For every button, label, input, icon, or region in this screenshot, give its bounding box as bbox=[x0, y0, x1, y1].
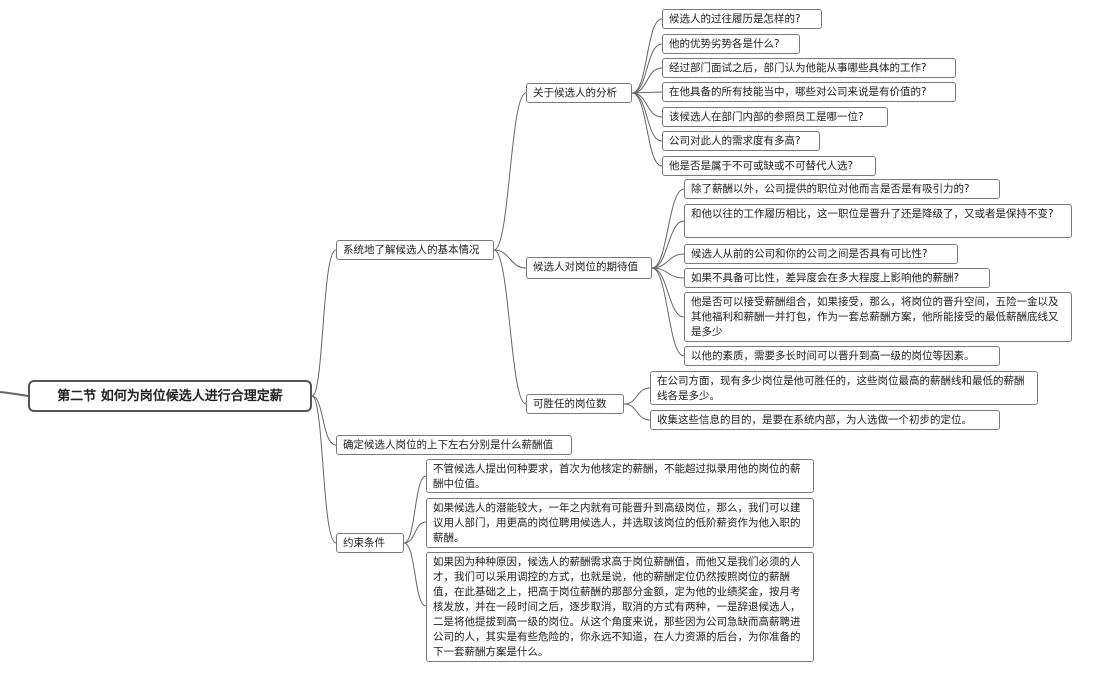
leaf-expectation-4[interactable]: 如果不具备可比性，差异度会在多大程度上影响他的薪酬? bbox=[684, 268, 990, 288]
leaf-analysis-7[interactable]: 他是否是属于不可或缺或不可替代人选? bbox=[662, 156, 876, 176]
topic-salary-values[interactable]: 确定候选人岗位的上下左右分别是什么薪酬值 bbox=[336, 435, 572, 455]
leaf-constraint-3[interactable]: 如果因为种种原因，候选人的薪酬需求高于岗位薪酬值，而他又是我们必须的人才，我们可… bbox=[426, 552, 814, 662]
leaf-constraint-1[interactable]: 不管候选人提出何种要求，首次为他核定的薪酬，不能超过拟录用他的岗位的薪酬中位值。 bbox=[426, 459, 814, 493]
topic-constraints[interactable]: 约束条件 bbox=[336, 533, 404, 553]
leaf-constraint-2[interactable]: 如果候选人的潜能较大，一年之内就有可能晋升到高级岗位，那么，我们可以建议用人部门… bbox=[426, 498, 814, 548]
root-topic[interactable]: 第二节 如何为岗位候选人进行合理定薪 bbox=[28, 380, 312, 412]
leaf-analysis-5[interactable]: 该候选人在部门内部的参照员工是哪一位? bbox=[662, 107, 888, 127]
edge-root-b1 bbox=[311, 249, 337, 397]
leaf-expectation-2[interactable]: 和他以往的工作履历相比，这一职位是晋升了还是降级了，又或者是保持不变? bbox=[684, 204, 1072, 238]
leaf-analysis-2[interactable]: 他的优势劣势各是什么? bbox=[662, 34, 800, 54]
leaf-analysis-6[interactable]: 公司对此人的需求度有多高? bbox=[662, 131, 820, 151]
edge-b1-positions bbox=[493, 249, 527, 405]
root-stub bbox=[0, 391, 29, 397]
edge-b1-analysis bbox=[493, 92, 527, 251]
leaf-expectation-5[interactable]: 他是否可以接受薪酬组合，如果接受，那么，将岗位的晋升空间，五险一金以及其他福利和… bbox=[684, 292, 1072, 342]
edge-root-b3 bbox=[311, 395, 337, 544]
topic-candidate-analysis[interactable]: 关于候选人的分析 bbox=[526, 83, 632, 103]
topic-qualified-positions[interactable]: 可胜任的岗位数 bbox=[526, 394, 624, 414]
leaf-positions-2[interactable]: 收集这些信息的目的，是要在系统内部，为人选做一个初步的定位。 bbox=[650, 410, 1000, 430]
leaf-expectation-3[interactable]: 候选人从前的公司和你的公司之间是否具有可比性? bbox=[684, 244, 958, 264]
leaf-analysis-1[interactable]: 候选人的过往履历是怎样的? bbox=[662, 9, 822, 29]
edge-b1-expectation bbox=[493, 249, 527, 269]
topic-candidate-expectation[interactable]: 候选人对岗位的期待值 bbox=[526, 257, 652, 279]
leaf-positions-1[interactable]: 在公司方面，现有多少岗位是他可胜任的，这些岗位最高的薪酬线和最低的薪酬线各是多少… bbox=[650, 371, 1038, 405]
leaf-expectation-1[interactable]: 除了薪酬以外，公司提供的职位对他而言是否是有吸引力的? bbox=[684, 179, 1000, 199]
leaf-analysis-3[interactable]: 经过部门面试之后，部门认为他能从事哪些具体的工作? bbox=[662, 58, 956, 78]
leaf-expectation-6[interactable]: 以他的素质，需要多长时间可以晋升到高一级的岗位等因素。 bbox=[684, 346, 1000, 366]
edge-root-b2 bbox=[311, 395, 337, 446]
topic-basic-info[interactable]: 系统地了解候选人的基本情况 bbox=[336, 240, 494, 260]
leaf-analysis-4[interactable]: 在他具备的所有技能当中，哪些对公司来说是有价值的? bbox=[662, 82, 956, 102]
